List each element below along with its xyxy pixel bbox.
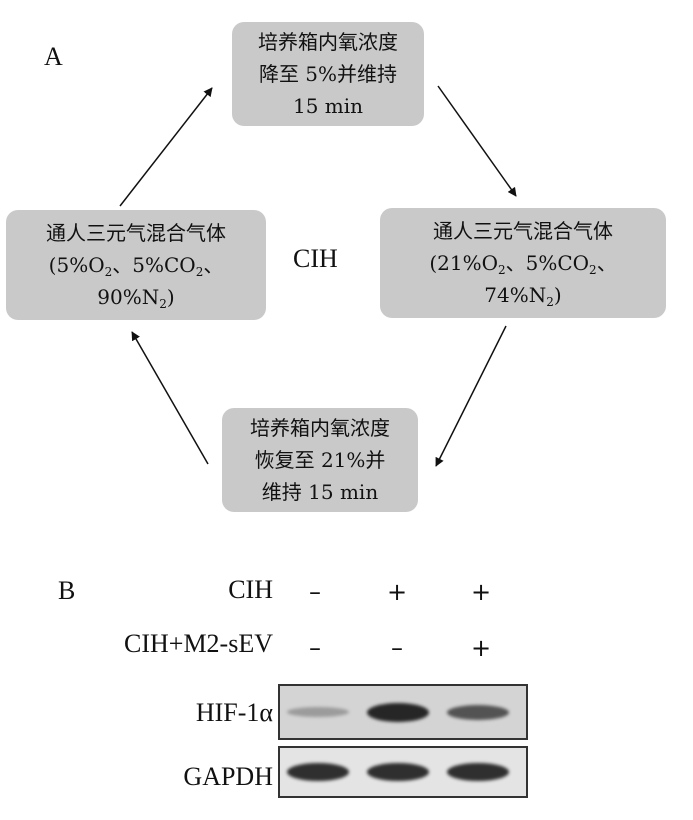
arrow-top-to-right — [437, 85, 517, 197]
cih-sign-lane2: + — [386, 578, 408, 606]
blot-label-gapdh: GAPDH — [183, 762, 273, 791]
box-right-line3: 74%N2) — [484, 283, 562, 309]
box-bottom-line3: 维持 15 min — [261, 480, 379, 504]
panel-b-label: B — [58, 576, 76, 605]
hif1a-blot — [278, 684, 528, 740]
box-bottom-line1: 培养箱内氧浓度 — [250, 416, 390, 440]
cycle-arrows — [119, 85, 517, 467]
cih-center-label: CIH — [293, 244, 338, 273]
blot-band — [447, 705, 509, 720]
condition-cih-m2-sev-label: CIH+M2-sEV — [124, 629, 273, 658]
condition-cih-label: CIH — [228, 575, 273, 604]
box-top-line3: 15 min — [292, 94, 364, 118]
box-right-normoxic-gas: 通人三元气混合气体 (21%O2、5%CO2、 74%N2) — [380, 208, 666, 318]
box-bottom-oxygen-restore: 培养箱内氧浓度 恢复至 21%并 维持 15 min — [222, 408, 418, 512]
arrow-right-to-bottom — [435, 325, 507, 467]
gapdh-blot — [278, 746, 528, 798]
blot-band — [367, 703, 429, 722]
arrow-left-to-top — [119, 87, 213, 207]
blot-band — [287, 707, 349, 717]
box-right-line1: 通人三元气混合气体 — [433, 219, 613, 243]
box-top-oxygen-decrease: 培养箱内氧浓度 降至 5%并维持 15 min — [232, 22, 424, 126]
box-top-line1: 培养箱内氧浓度 — [258, 30, 398, 54]
box-left-line3: 90%N2) — [97, 285, 175, 311]
panel-a-label: A — [44, 42, 63, 71]
blot-band — [447, 763, 509, 781]
m2sev-sign-lane3: + — [470, 634, 492, 662]
box-left-hypoxic-gas: 通人三元气混合气体 (5%O2、5%CO2、 90%N2) — [6, 210, 266, 320]
box-right-line2: (21%O2、5%CO2、 — [429, 251, 617, 277]
blot-band — [287, 763, 349, 781]
box-left-line2: (5%O2、5%CO2、 — [48, 253, 224, 279]
box-bottom-line2: 恢复至 21%并 — [254, 448, 386, 472]
cih-sign-lane3: + — [470, 578, 492, 606]
cih-sign-lane1: – — [309, 578, 321, 606]
blot-label-hif1a: HIF-1α — [195, 698, 273, 727]
box-left-line1: 通人三元气混合气体 — [46, 221, 226, 245]
arrow-bottom-to-left — [131, 331, 209, 465]
blot-band — [367, 763, 429, 781]
m2sev-sign-lane1: – — [309, 634, 321, 662]
m2sev-sign-lane2: – — [391, 634, 403, 662]
box-top-line2: 降至 5%并维持 — [258, 62, 398, 86]
